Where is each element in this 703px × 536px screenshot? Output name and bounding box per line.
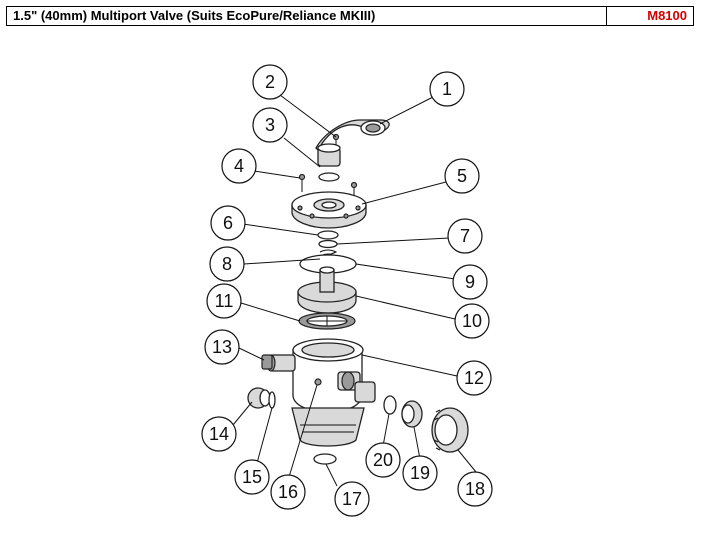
svg-text:5: 5 <box>457 166 467 186</box>
callout-5: 5 <box>444 158 480 194</box>
part-drain-plug <box>247 387 271 409</box>
part-valve-body <box>266 338 376 447</box>
svg-text:9: 9 <box>465 272 475 292</box>
part-oring-small <box>317 230 339 240</box>
page-title: 1.5" (40mm) Multiport Valve (Suits EcoPu… <box>7 7 607 25</box>
svg-text:19: 19 <box>410 463 430 483</box>
part-gauge-plug <box>261 354 273 370</box>
part-stem-cap <box>317 143 341 167</box>
callout-6: 6 <box>210 205 246 241</box>
svg-text:10: 10 <box>462 311 482 331</box>
part-stem-ring <box>318 172 340 182</box>
callout-20: 20 <box>365 442 401 478</box>
svg-text:12: 12 <box>464 368 484 388</box>
callout-3: 3 <box>252 107 288 143</box>
part-cover-screws <box>298 173 358 198</box>
callout-12: 12 <box>456 360 492 396</box>
callout-8: 8 <box>209 246 245 282</box>
svg-text:6: 6 <box>223 213 233 233</box>
callout-16: 16 <box>270 474 306 510</box>
callout-17: 17 <box>334 481 370 517</box>
callout-11: 11 <box>206 283 242 319</box>
part-union-oring <box>383 395 397 415</box>
svg-text:8: 8 <box>222 254 232 274</box>
svg-text:13: 13 <box>212 337 232 357</box>
svg-text:7: 7 <box>460 226 470 246</box>
part-rotor <box>297 266 357 314</box>
header-bar: 1.5" (40mm) Multiport Valve (Suits EcoPu… <box>6 6 694 26</box>
svg-text:4: 4 <box>234 156 244 176</box>
svg-text:18: 18 <box>465 479 485 499</box>
svg-text:11: 11 <box>215 291 234 311</box>
callout-1: 1 <box>429 71 465 107</box>
callout-14: 14 <box>201 416 237 452</box>
callout-15: 15 <box>234 459 270 495</box>
part-washer <box>318 239 338 249</box>
callout-2: 2 <box>252 64 288 100</box>
svg-text:14: 14 <box>209 424 229 444</box>
callout-7: 7 <box>447 218 483 254</box>
part-union-nut <box>431 407 469 453</box>
part-valve-cover <box>291 191 367 229</box>
svg-text:16: 16 <box>278 482 298 502</box>
svg-text:2: 2 <box>265 72 275 92</box>
callout-18: 18 <box>457 471 493 507</box>
svg-text:3: 3 <box>265 115 275 135</box>
callout-9: 9 <box>452 264 488 300</box>
part-bottom-oring <box>313 453 337 465</box>
leader-lines <box>232 94 477 487</box>
svg-text:15: 15 <box>242 467 262 487</box>
part-code: M8100 <box>647 8 687 23</box>
svg-text:20: 20 <box>373 450 393 470</box>
svg-text:17: 17 <box>342 489 362 509</box>
svg-text:1: 1 <box>442 79 452 99</box>
part-union-tail <box>401 400 423 428</box>
part-handle <box>315 119 390 152</box>
callout-10: 10 <box>454 303 490 339</box>
callout-13: 13 <box>204 329 240 365</box>
callout-4: 4 <box>221 148 257 184</box>
part-inner-seal <box>314 378 322 386</box>
part-spider-gasket <box>298 312 356 330</box>
callout-19: 19 <box>402 455 438 491</box>
part-plug-oring <box>268 391 276 409</box>
